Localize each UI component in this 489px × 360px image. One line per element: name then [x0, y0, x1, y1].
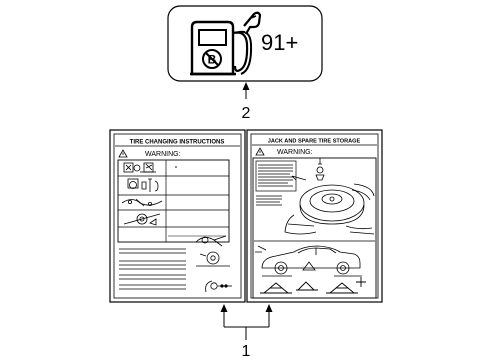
spare-wheel-icon	[196, 251, 230, 267]
jack-setup-icon	[123, 162, 156, 173]
jack-storage-placard: JACK AND SPARE TIRE STORAGE WARNING:	[246, 129, 383, 303]
callout-2-number: 2	[242, 105, 251, 122]
wheel-wrench-icon	[127, 178, 159, 192]
callout-2-leader	[242, 82, 250, 99]
jack-crank-icon	[121, 198, 163, 207]
fuel-nozzle-icon	[232, 11, 262, 75]
jack-placard-warning: WARNING:	[277, 149, 313, 156]
tire-placard-title: TIRE CHANGING INSTRUCTIONS	[130, 140, 225, 146]
tire-placard-text-lines	[119, 248, 186, 290]
tool-kit-icon	[205, 280, 232, 293]
fuel-label: B 91+	[167, 5, 323, 82]
callout-1-leader	[220, 304, 273, 340]
tire-instructions-panel	[117, 159, 230, 243]
warning-triangle-icon	[255, 147, 265, 156]
warning-triangle-icon	[118, 149, 128, 158]
car-lift-icon	[255, 245, 362, 277]
jack-placard-text-block	[255, 160, 297, 206]
jack-stand-icon	[260, 277, 366, 294]
tire-placard-warning: WARNING:	[145, 151, 181, 158]
callout-1-number: 1	[242, 343, 251, 360]
lug-wrench-icon	[195, 235, 227, 247]
octane-rating-text: 91+	[261, 30, 298, 55]
jack-placard-title: JACK AND SPARE TIRE STORAGE	[268, 139, 361, 145]
spare-tire-storage-icon	[284, 158, 375, 235]
no-lead-symbol-icon: B	[202, 49, 222, 69]
wheel-chock-icon	[123, 213, 161, 226]
tire-changing-placard: TIRE CHANGING INSTRUCTIONS WARNING:	[109, 129, 246, 303]
